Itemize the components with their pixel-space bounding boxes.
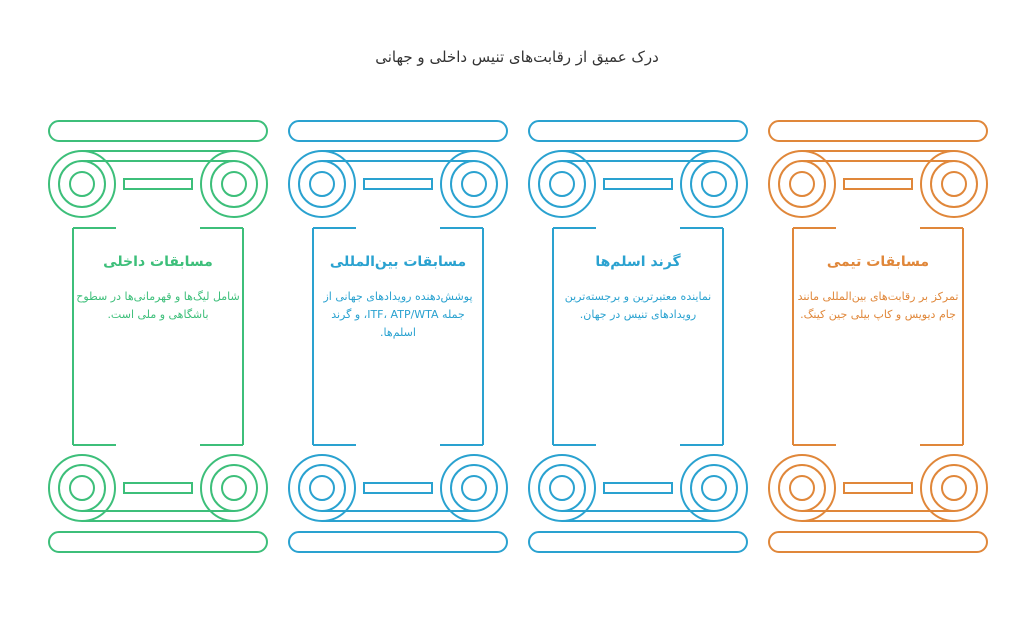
diagram-title: درک عمیق از رقابت‌های تنیس داخلی و جهانی: [375, 48, 659, 66]
volute-ring-2: [298, 464, 346, 512]
base-plinth: [768, 531, 988, 553]
capital-band: [123, 482, 193, 494]
capital-band: [843, 482, 913, 494]
column-shaft: [72, 227, 244, 446]
pillar-team: مسابقات تیمی تمرکز بر رقابت‌های بین‌المل…: [768, 118, 988, 558]
volute-ring-2: [690, 160, 738, 208]
pillar-international: مسابقات بین‌المللی پوشش‌دهنده رویدادهای …: [288, 118, 508, 558]
pillar-outline: [528, 120, 748, 553]
capital-band: [123, 178, 193, 190]
pillar-description: نماینده معتبرترین و برجسته‌ترین رویدادها…: [564, 290, 712, 321]
base-plinth: [528, 531, 748, 553]
volute-ring-2: [930, 464, 978, 512]
pillar-outline: [48, 120, 268, 553]
volute-ring-3: [69, 475, 95, 501]
volute-ring-3: [941, 171, 967, 197]
column-shaft: [552, 227, 724, 446]
top-plinth: [528, 120, 748, 142]
volute-ring-3: [221, 171, 247, 197]
volute-ring-3: [789, 171, 815, 197]
capital-band: [603, 178, 673, 190]
top-plinth: [288, 120, 508, 142]
pillar-description: شامل لیگ‌ها و قهرمانی‌ها در سطوح باشگاهی…: [76, 290, 240, 321]
base-plinth: [48, 531, 268, 553]
volute-ring-2: [450, 160, 498, 208]
volute-ring-3: [461, 475, 487, 501]
volute-ring-2: [58, 464, 106, 512]
volute-ring-2: [538, 464, 586, 512]
pillar-description: تمرکز بر رقابت‌های بین‌المللی مانند جام …: [797, 290, 959, 321]
pillar-grand-slams: گرند اسلم‌ها نماینده معتبرترین و برجسته‌…: [528, 118, 748, 558]
volute-ring-2: [690, 464, 738, 512]
volute-ring-3: [221, 475, 247, 501]
volute-ring-3: [309, 171, 335, 197]
capital-band: [363, 178, 433, 190]
volute-ring-2: [450, 464, 498, 512]
pillar-outline: [768, 120, 988, 553]
volute-ring-3: [789, 475, 815, 501]
volute-ring-3: [701, 171, 727, 197]
volute-ring-3: [69, 171, 95, 197]
column-shaft: [792, 227, 964, 446]
volute-ring-3: [549, 171, 575, 197]
volute-ring-2: [210, 464, 258, 512]
volute-ring-2: [58, 160, 106, 208]
pillar-heading: مسابقات داخلی: [103, 254, 213, 270]
volute-ring-2: [778, 464, 826, 512]
volute-ring-3: [941, 475, 967, 501]
volute-ring-3: [549, 475, 575, 501]
pillar-outline: [288, 120, 508, 553]
capital-band: [603, 482, 673, 494]
top-plinth: [48, 120, 268, 142]
volute-ring-2: [778, 160, 826, 208]
capital-band: [843, 178, 913, 190]
volute-ring-3: [701, 475, 727, 501]
pillar-heading: مسابقات بین‌المللی: [329, 254, 467, 270]
volute-ring-2: [210, 160, 258, 208]
top-plinth: [768, 120, 988, 142]
pillar-domestic: مسابقات داخلی شامل لیگ‌ها و قهرمانی‌ها د…: [48, 118, 268, 558]
volute-ring-3: [309, 475, 335, 501]
pillar-heading: مسابقات تیمی: [826, 254, 930, 270]
pillar-heading: گرند اسلم‌ها: [595, 254, 681, 270]
volute-ring-2: [930, 160, 978, 208]
volute-ring-3: [461, 171, 487, 197]
capital-band: [363, 482, 433, 494]
volute-ring-2: [298, 160, 346, 208]
column-shaft: [312, 227, 484, 446]
pillar-description: پوشش‌دهنده رویدادهای جهانی از جمله ITF، …: [323, 290, 473, 339]
base-plinth: [288, 531, 508, 553]
volute-ring-2: [538, 160, 586, 208]
